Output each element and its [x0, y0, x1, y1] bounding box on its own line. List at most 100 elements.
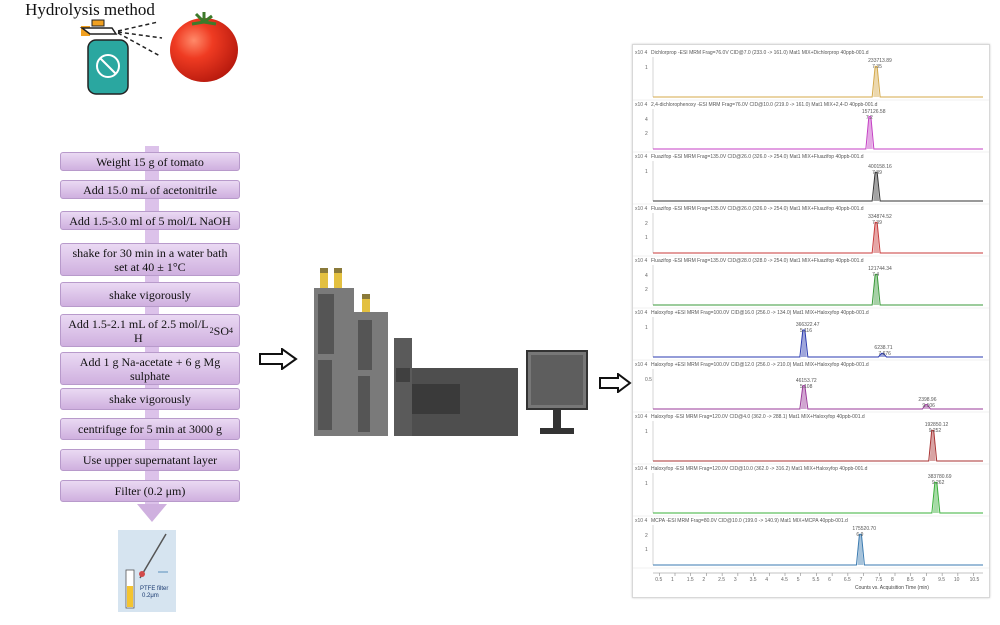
step-2: Add 15.0 mL of acetonitrile	[60, 180, 240, 199]
y-tick-label: 2	[645, 131, 648, 137]
peak-rt-label: 5.116	[799, 328, 812, 334]
peak-area-label: 192850.12	[924, 422, 949, 429]
x-tick-label: 3	[733, 577, 737, 583]
filter-label: PTFE filter	[140, 586, 168, 592]
peak-rt-label: 6.9	[856, 532, 864, 539]
peak-area-label: 46153.72	[795, 377, 817, 384]
chromatogram-header: Haloxyfop +ESI MRM Frag=100.0V CID@16.0 …	[651, 310, 869, 316]
peak-rt-label: 7.4	[872, 272, 880, 279]
y-tick-label: 1	[645, 547, 648, 553]
chromatogram-peak	[873, 66, 880, 97]
chromatogram-peak	[857, 534, 864, 565]
lc-column-module	[394, 338, 412, 436]
y-tick-label: 1	[645, 325, 648, 331]
y-scale-label: x10 4	[635, 414, 648, 420]
chromatogram-plot	[633, 57, 989, 576]
y-scale-label: x10 4	[635, 310, 648, 316]
step-10: Use upper supernatant layer	[60, 449, 240, 471]
y-tick-label: 2	[645, 221, 648, 227]
chromatogram-trace	[653, 221, 983, 254]
step-11: Filter (0.2 μm)	[60, 480, 240, 502]
y-tick-label: 1	[645, 65, 648, 71]
x-tick-label: 2	[702, 577, 706, 583]
step-7: Add 1 g Na-acetate + 6 g Mg sulphate	[60, 352, 240, 385]
chromatogram-peak	[873, 222, 880, 253]
filter-size-label: 0.2μm	[142, 593, 159, 599]
y-scale-label: x10 4	[635, 154, 648, 160]
y-scale-label: x10 4	[635, 518, 648, 524]
step-4: shake for 30 min in a water bath set at …	[60, 243, 240, 276]
y-scale-label: x10 4	[635, 102, 648, 108]
chromatogram-trace	[653, 273, 983, 306]
peak-rt-label: 7.39	[872, 220, 882, 227]
chromatogram-peak	[929, 430, 936, 461]
x-tick-label: 8	[891, 577, 894, 583]
step-8: shake vigorously	[60, 388, 240, 410]
spray-line	[117, 31, 163, 39]
sprayer-icon	[79, 19, 163, 95]
step-3: Add 1.5-3.0 ml of 5 mol/L NaOH	[60, 211, 240, 230]
x-tick-label: 5.5	[812, 577, 820, 583]
chromatogram-header: Fluazifop -ESI MRM Frag=135.0V CID@26.0 …	[651, 154, 864, 160]
monitor-icon	[526, 350, 588, 434]
sprayer-cap	[91, 19, 105, 27]
chromatogram-peak	[932, 482, 939, 513]
peak-area-label: 383780.69	[927, 474, 952, 481]
y-tick-label: 1	[645, 169, 648, 175]
chromatogram-peak	[866, 116, 873, 149]
y-tick-label: 0.5	[645, 377, 652, 383]
x-tick-label: 0.5	[655, 577, 663, 583]
filter-disc	[139, 571, 145, 577]
peak-area-label: 121744.34	[868, 266, 892, 273]
y-tick-label: 2	[645, 287, 648, 293]
chromatogram-header: Fluazifop -ESI MRM Frag=135.0V CID@26.0 …	[651, 206, 864, 212]
peak-area-label: 157126.58	[861, 109, 886, 115]
y-scale-label: x10 4	[635, 466, 648, 472]
chromatogram-peak	[879, 353, 886, 357]
peak-area-label: 366322.47	[795, 322, 820, 328]
chromatogram-peak	[800, 330, 807, 357]
chromatogram-peak	[800, 385, 807, 409]
tomato-body	[170, 18, 238, 82]
tomato-icon	[170, 12, 238, 82]
y-tick-label: 1	[645, 235, 648, 241]
chromatogram-header: MCPA -ESI MRM Frag=80.0V CID@10.0 (199.0…	[651, 518, 848, 524]
step-9: centrifuge for 5 min at 3000 g	[60, 418, 240, 440]
y-tick-label: 4	[645, 273, 648, 279]
x-tick-label: 10	[953, 577, 960, 583]
peak-rt-label: 7.35	[872, 64, 882, 71]
sprayer-emblem-line	[99, 57, 117, 75]
peak-rt-label: 7.2	[865, 115, 873, 121]
x-tick-label: 9	[922, 577, 926, 583]
y-tick-label: 4	[645, 117, 648, 123]
solvent-bottles	[320, 268, 370, 312]
arrow-right-icon	[599, 373, 632, 393]
peak-area-label: 334874.52	[868, 214, 892, 221]
chromatogram-peak	[873, 172, 880, 201]
chromatogram-window: Dichlorprop -ESI MRM Frag=76.0V CID@7.0 …	[632, 44, 990, 598]
peak-rt-label: 9.262	[931, 480, 945, 487]
chromatogram-header: Fluazifop -ESI MRM Frag=135.0V CID@28.0 …	[651, 258, 864, 264]
y-scale-label: x10 4	[635, 206, 648, 212]
arrow-right-icon	[259, 348, 298, 370]
chromatogram-header: 2,4-dichlorophenoxy -ESI MRM Frag=76.0V …	[651, 102, 878, 108]
peak-area-label: 400158.16	[868, 164, 892, 171]
chromatogram-header: Haloxyfop +ESI MRM Frag=100.0V CID@12.0 …	[651, 362, 869, 368]
x-tick-label: 4.5	[781, 577, 788, 583]
y-scale-label: x10 4	[635, 258, 648, 264]
arrow-down-icon	[137, 504, 167, 522]
x-tick-label: 3.5	[749, 577, 757, 583]
ptfe-filter-icon: PTFE filter 0.2μm	[118, 530, 176, 612]
sprayer-head	[79, 27, 118, 35]
peak-rt-label: 7.676	[878, 351, 891, 358]
y-scale-label: x10 4	[635, 362, 648, 368]
chromatogram-peak	[873, 274, 880, 305]
method-title: Hydrolysis method	[25, 0, 155, 19]
peak-rt-label: 5.108	[799, 383, 813, 390]
chromatogram-header: Dichlorprop -ESI MRM Frag=76.0V CID@7.0 …	[651, 50, 869, 56]
sprayer-emblem	[96, 54, 120, 78]
peak-rt-label: 9.106	[922, 402, 935, 409]
x-tick-label: 6	[828, 577, 831, 583]
vial-liquid	[127, 586, 133, 607]
